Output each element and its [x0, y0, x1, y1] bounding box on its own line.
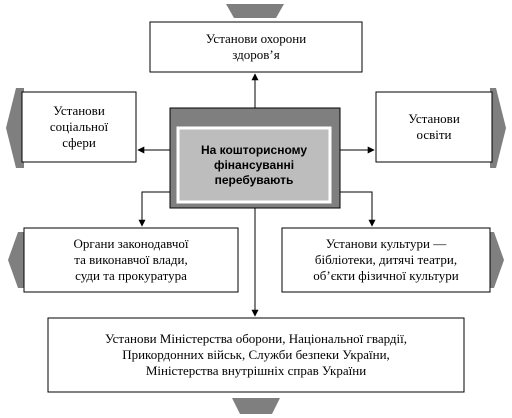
health-tab-top — [226, 4, 284, 18]
defense-label: Установи Міністерства оборони, Національ… — [104, 331, 408, 378]
connectors — [137, 73, 376, 317]
social-label: Установи соціальної сфери — [49, 103, 109, 150]
node-center — [169, 107, 341, 209]
node-health — [149, 4, 363, 73]
defense-box — [47, 317, 465, 393]
center-label: На кошторисному фінансуванні перебувають — [200, 142, 308, 187]
culture-tab-right — [488, 232, 504, 288]
node-social — [6, 88, 137, 168]
node-education — [375, 88, 506, 168]
culture-label: Установи культури — бібліотеки, дитячі т… — [313, 236, 459, 283]
health-label: Установи охорони здоров’я — [205, 31, 307, 62]
social-box — [21, 91, 137, 163]
node-defense — [47, 317, 465, 414]
education-label: Установи освіти — [408, 111, 460, 142]
education-tab-right — [490, 88, 506, 168]
node-government — [8, 227, 239, 293]
government-label: Органи законодавчої та виконавчої влади,… — [73, 236, 189, 283]
government-box — [23, 227, 239, 293]
government-tab-left — [8, 232, 26, 288]
center-inner — [176, 126, 332, 204]
defense-tab-bottom — [232, 398, 280, 414]
arrow-to-culture — [340, 191, 376, 227]
health-box — [149, 21, 363, 73]
node-culture — [281, 227, 504, 293]
education-box — [375, 91, 493, 163]
arrow-to-government — [138, 191, 170, 227]
culture-box — [281, 227, 491, 293]
social-tab-left — [6, 88, 24, 168]
